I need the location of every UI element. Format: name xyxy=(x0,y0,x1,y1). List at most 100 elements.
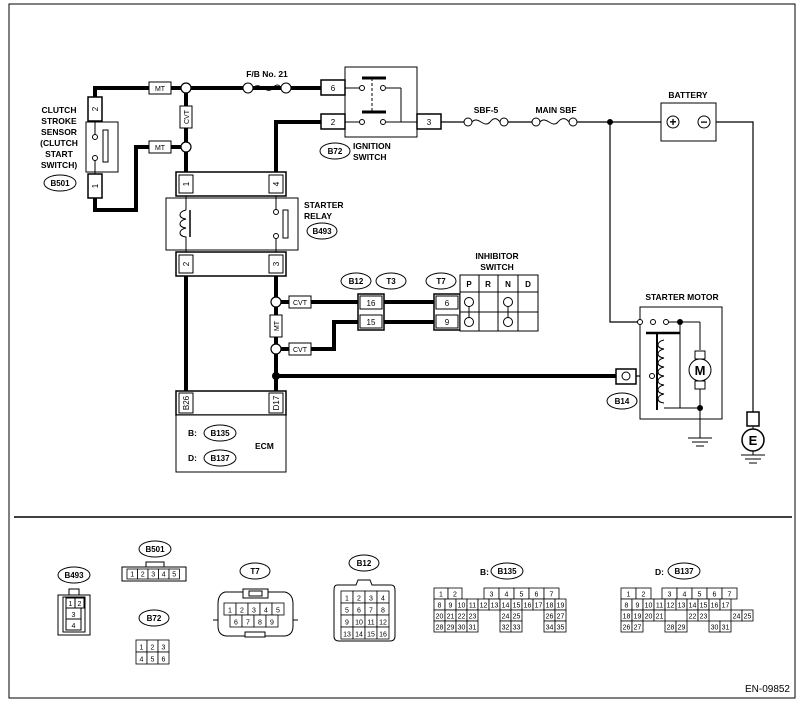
ecm-connector xyxy=(175,390,287,416)
clutch-pin2: 2 xyxy=(91,106,100,111)
t7-latch-inner xyxy=(248,590,263,597)
relay-pin1: 1 xyxy=(182,181,191,186)
t3-code: T3 xyxy=(386,277,396,286)
b135-pin: 23 xyxy=(469,614,477,621)
b137-pin: 21 xyxy=(656,614,664,621)
relay-label-2: RELAY xyxy=(304,211,332,221)
junction-dot xyxy=(607,119,613,125)
outer-frame xyxy=(8,3,796,699)
ign-pin2: 2 xyxy=(331,118,336,127)
b137-pin: 12 xyxy=(667,603,675,610)
b135-pin: 13 xyxy=(491,603,499,610)
e-ground: E xyxy=(741,411,765,464)
b12-pin: 5 xyxy=(345,608,349,615)
b135-pin: 6 xyxy=(535,592,539,599)
b137-cell xyxy=(631,620,644,633)
ign-label-2: SWITCH xyxy=(353,152,387,162)
b72-pin: 1 xyxy=(140,645,144,652)
b137-pin: 25 xyxy=(744,614,752,621)
inhibitor-col-r: R xyxy=(485,280,491,289)
ecm-pin-d17: D17 xyxy=(272,395,281,410)
sbf5-label: SBF-5 xyxy=(474,105,499,115)
clutch-label-3: SENSOR xyxy=(41,127,77,137)
battery-plus-terminal xyxy=(666,115,680,129)
b137-pin: 6 xyxy=(713,592,717,599)
b493-oval xyxy=(57,566,91,584)
document-id: EN-09852 xyxy=(745,684,790,695)
b137-pin: 28 xyxy=(667,625,675,632)
b137-pin: 22 xyxy=(689,614,697,621)
b135-cell xyxy=(466,620,479,633)
b137-prefix: D: xyxy=(655,567,664,577)
b72-pin: 5 xyxy=(151,657,155,664)
motor-brush xyxy=(694,380,706,390)
b501-pin: 4 xyxy=(162,572,166,579)
ecm-d-code: B137 xyxy=(210,454,230,463)
relay-pin2-box xyxy=(178,254,194,274)
relay-top-connector xyxy=(175,171,287,197)
inhibitor-col-d: D xyxy=(525,280,531,289)
cvt-tag-16 xyxy=(288,295,312,309)
b135-pin: 12 xyxy=(480,603,488,610)
b135-pin: 2 xyxy=(453,592,457,599)
b137-pin: 2 xyxy=(642,592,646,599)
open-terminals xyxy=(180,82,282,355)
relay-pin4-box xyxy=(268,174,284,194)
wire-clutch-bottom xyxy=(93,145,152,212)
fuse-main-sbf: MAIN SBF xyxy=(531,105,578,127)
t7-pin: 5 xyxy=(276,608,280,615)
connector-b72: B72 xyxy=(138,609,170,627)
b12-pin15: 15 xyxy=(367,318,376,327)
clutch-body xyxy=(85,121,119,173)
b137-pin: 1 xyxy=(627,592,631,599)
battery-label: BATTERY xyxy=(668,90,708,100)
ign-code: B72 xyxy=(328,147,343,156)
fuse-end xyxy=(568,117,578,127)
inhibitor-contact xyxy=(464,297,474,307)
mt-tag-top xyxy=(148,81,172,95)
b137-pin: 5 xyxy=(698,592,702,599)
wire-batt-ground xyxy=(715,121,754,413)
t7-bottom-tab xyxy=(244,631,266,638)
ecm-label: ECM xyxy=(255,441,274,451)
b137-cell xyxy=(697,609,710,622)
b12-code-oval xyxy=(340,272,372,290)
junctions xyxy=(272,119,613,380)
b135-pin: 7 xyxy=(550,592,554,599)
terminal-circle xyxy=(270,296,282,308)
b137-pin: 18 xyxy=(623,614,631,621)
clutch-label-4: (CLUTCH xyxy=(40,138,78,148)
b493-pin: 4 xyxy=(72,623,76,630)
b501-tab xyxy=(145,561,165,568)
b72-oval xyxy=(138,609,170,627)
t7-pin9-box xyxy=(435,314,459,329)
b137-pin: 30 xyxy=(711,625,719,632)
b137-pin: 20 xyxy=(645,614,653,621)
b12-pin: 15 xyxy=(367,632,375,639)
fuse-sbf5: SBF-5 xyxy=(463,105,509,127)
b135-pin: 10 xyxy=(458,603,466,610)
ign-pin6: 6 xyxy=(331,84,336,93)
t7-pin: 6 xyxy=(234,620,238,627)
b14-code: B14 xyxy=(615,397,630,406)
ecm-d-label: D: xyxy=(188,453,197,463)
starter-contact xyxy=(637,319,643,325)
ecm-b-label: B: xyxy=(188,428,197,438)
b137-pin: 3 xyxy=(668,592,672,599)
battery-minus-terminal xyxy=(697,115,711,129)
b137-pin: 8 xyxy=(625,603,629,610)
b135-pin: 27 xyxy=(557,614,565,621)
wire-batt-starter xyxy=(609,121,641,323)
b12-view-code: B12 xyxy=(357,559,372,568)
relay-pin2: 2 xyxy=(182,261,191,266)
ecm-d-oval xyxy=(203,449,237,467)
inhibitor-contact xyxy=(464,317,474,327)
fuse-end xyxy=(463,117,473,127)
ign-label-1: IGNITION xyxy=(353,141,391,151)
cvt-tag-vertical-text: CVT xyxy=(184,109,191,124)
ecm: B26 D17 B: B135 D: B137 ECM xyxy=(175,390,287,473)
fuse-fb21: F/B No. 21 xyxy=(242,69,292,94)
fuse-end xyxy=(280,82,292,94)
t7-pin: 3 xyxy=(252,608,256,615)
